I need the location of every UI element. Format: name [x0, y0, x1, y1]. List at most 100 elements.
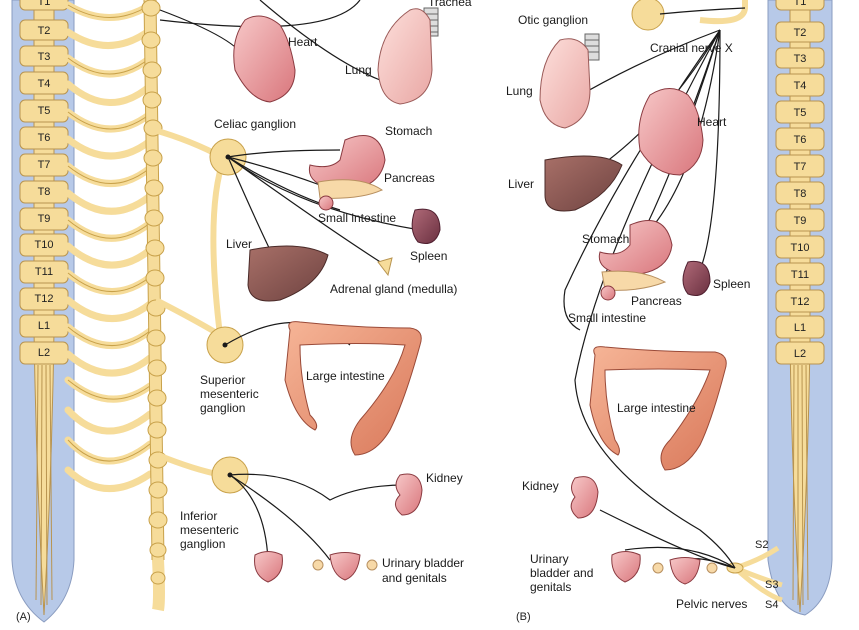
label-kidney-right: Kidney — [522, 479, 559, 493]
label-inf-mes-1: Inferior — [180, 509, 217, 523]
label-bladder-right-1: Urinary — [530, 552, 569, 566]
bladder-right — [611, 551, 641, 583]
vertebra-label-right-t9: T9 — [794, 215, 807, 227]
cauda-equina-right — [792, 364, 809, 606]
fiber-terminals — [222, 154, 233, 478]
vertebra-label-right-t10: T10 — [791, 242, 810, 254]
label-s3: S3 — [765, 579, 778, 591]
label-bladder-left-2: and genitals — [382, 571, 447, 585]
large-intestine-left — [284, 321, 422, 456]
adrenal-left — [377, 257, 393, 277]
large-intestine-right — [589, 346, 727, 471]
vertebral-tabs-right — [775, 0, 825, 365]
vertebra-label-right-t3: T3 — [794, 53, 807, 65]
vertebra-label-right-l1: L1 — [794, 322, 806, 334]
pancreas-left — [317, 179, 384, 199]
spleen-right — [682, 260, 711, 296]
label-otic-ganglion: Otic ganglion — [518, 13, 588, 27]
vertebra-label-left-t4: T4 — [38, 78, 51, 90]
vertebra-label-right-t4: T4 — [794, 80, 807, 92]
vertebra-label-right-t7: T7 — [794, 161, 807, 173]
lung-right — [539, 38, 591, 129]
label-large-intestine-right: Large intestine — [617, 401, 696, 415]
chain-ganglia — [141, 0, 168, 585]
label-lung-right: Lung — [506, 84, 533, 98]
ovary-right-b — [706, 562, 718, 574]
liver-right — [544, 155, 623, 212]
small-intestine-right — [600, 285, 616, 301]
label-inf-mes-2: mesenteric — [180, 523, 239, 537]
label-spleen-left: Spleen — [410, 249, 447, 263]
label-small-intestine-right: Small intestine — [568, 311, 646, 325]
label-inf-mes-3: ganglion — [180, 537, 225, 551]
label-sup-mes-2: mesenteric — [200, 387, 259, 401]
ovary-left-b — [366, 559, 378, 571]
label-pancreas-left: Pancreas — [384, 171, 435, 185]
label-liver-right: Liver — [508, 177, 534, 191]
label-stomach-left: Stomach — [385, 124, 432, 138]
label-cranial-nerve-x: Cranial nerve X — [650, 41, 733, 55]
vertebra-label-right-t11: T11 — [791, 269, 809, 281]
vertebra-label-left-t10: T10 — [35, 239, 54, 251]
stomach-right — [598, 220, 673, 276]
ovary-left-a — [312, 559, 324, 571]
vertebra-label-left-t12: T12 — [35, 293, 54, 305]
splanchnic-nerves — [153, 127, 227, 478]
panel-label-b: (B) — [516, 611, 531, 623]
uterus-left — [329, 552, 361, 581]
spleen-left — [411, 208, 441, 244]
vertebra-label-right-t12: T12 — [791, 296, 810, 308]
heart-right — [638, 88, 704, 176]
otic-ganglion — [631, 0, 665, 31]
label-bladder-left-1: Urinary bladder — [382, 556, 464, 570]
label-trachea: Trachea — [428, 0, 472, 9]
vertebra-label-left-t1: T1 — [38, 0, 51, 8]
label-lung-left: Lung — [345, 63, 372, 77]
vertebra-label-left-l1: L1 — [38, 320, 50, 332]
label-sup-mes-3: ganglion — [200, 401, 245, 415]
label-s2: S2 — [755, 539, 768, 551]
liver-left — [247, 245, 329, 302]
small-intestine-left — [318, 195, 334, 211]
panel-label-a: (A) — [16, 611, 31, 623]
label-sup-mes-1: Superior — [200, 373, 245, 387]
vertebra-label-right-t5: T5 — [794, 107, 807, 119]
label-adrenal: Adrenal gland (medulla) — [330, 282, 457, 296]
vertebra-label-left-t3: T3 — [38, 51, 51, 63]
label-heart-right: Heart — [697, 115, 727, 129]
label-celiac-ganglion: Celiac ganglion — [214, 117, 296, 131]
sympathetic-chain — [144, 0, 165, 612]
label-bladder-right-3: genitals — [530, 580, 571, 594]
heart-left — [233, 15, 296, 103]
vertebra-label-right-t6: T6 — [794, 134, 807, 146]
bladder-left — [254, 551, 283, 583]
label-s4: S4 — [765, 599, 778, 611]
label-pancreas-right: Pancreas — [631, 294, 682, 308]
vertebra-label-right-t8: T8 — [794, 188, 807, 200]
vertebra-label-right-t2: T2 — [794, 27, 807, 39]
vertebral-tabs-left — [19, 0, 69, 365]
kidney-left — [395, 473, 423, 516]
lung-left — [377, 8, 433, 105]
vertebra-label-left-t7: T7 — [38, 159, 51, 171]
label-heart-left: Heart — [288, 35, 318, 49]
label-kidney-left: Kidney — [426, 471, 463, 485]
vertebra-label-right-l2: L2 — [794, 348, 806, 360]
label-pelvic-nerves: Pelvic nerves — [676, 597, 747, 611]
kidney-right — [570, 476, 599, 519]
uterus-right — [669, 557, 701, 585]
pancreas-right — [601, 270, 667, 291]
label-large-intestine-left: Large intestine — [306, 369, 385, 383]
label-small-intestine-left: Small intestine — [318, 211, 396, 225]
cauda-equina-left — [35, 364, 53, 606]
label-bladder-right-2: bladder and — [530, 566, 593, 580]
vertebra-label-left-t11: T11 — [35, 266, 53, 278]
vertebra-label-left-t5: T5 — [38, 105, 51, 117]
label-stomach-right: Stomach — [582, 232, 629, 246]
vertebra-label-left-t9: T9 — [38, 213, 51, 225]
ovary-right-a — [652, 562, 664, 574]
